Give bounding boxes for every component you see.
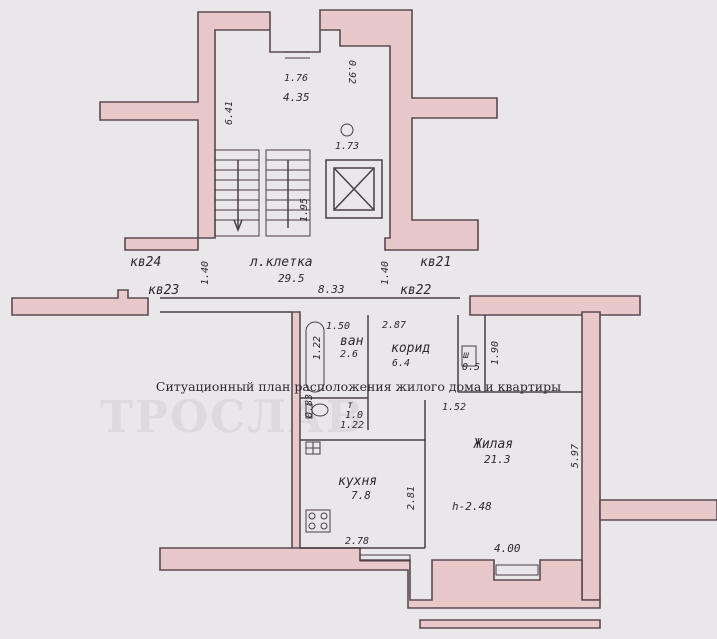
bath-depth-label: 1.22 (312, 336, 323, 360)
flight-label: 1.95 (299, 198, 310, 222)
apartment-23-label: кв23 (148, 283, 179, 298)
left-wall-label: 1.40 (200, 261, 211, 285)
apartment-walls (159, 311, 717, 629)
bath-name: ван (340, 334, 364, 349)
kitchen-area: 7.8 (351, 489, 371, 502)
corridor-name: корид (391, 341, 430, 356)
closet-depth-label: 1.90 (490, 341, 501, 365)
corridor-width-label: 2.87 (382, 320, 406, 331)
living-name: Жилая (473, 437, 513, 452)
closet-area: 0.5 (462, 362, 480, 373)
wc-depth-label: 0.83 (304, 394, 315, 418)
bath-area: 2.6 (340, 349, 358, 360)
living-width-label: 4.00 (494, 542, 521, 555)
landing-area-label: 4.35 (283, 91, 310, 104)
stair-length-label: 6.41 (224, 101, 235, 125)
stairwell-walls (99, 9, 498, 251)
wc-name: т (347, 400, 353, 411)
stairwell-name: л.клетка (249, 255, 313, 270)
windows (359, 554, 539, 576)
kitchen-depth-label: 2.81 (406, 486, 417, 510)
caption: Ситуационный план расположения жилого до… (155, 379, 562, 394)
closet-name: ш (463, 350, 469, 361)
apartment-22-label: кв22 (400, 283, 431, 298)
corridor-depth-label: 1.52 (442, 402, 466, 413)
kitchen-width-label: 2.78 (345, 536, 369, 547)
living-area: 21.3 (484, 453, 511, 466)
corridor-area: 6.4 (392, 358, 410, 369)
elevator-shaft (325, 123, 383, 219)
landing-side-label: 0.92 (346, 60, 357, 84)
stairwell-area: 29.5 (278, 272, 305, 285)
staircase (214, 149, 311, 237)
landing-width-label: 1.76 (284, 73, 308, 84)
bathtub (305, 321, 325, 393)
bath-width-label: 1.50 (326, 321, 350, 332)
wc-width-label: 1.22 (340, 420, 364, 431)
toilet (305, 403, 329, 419)
wc-area: 1.0 (345, 410, 363, 421)
apartment-21-label: кв21 (420, 255, 451, 270)
kitchen-name: кухня (338, 474, 377, 489)
watermark-text: ТРОСЛАВ (100, 392, 366, 443)
right-wall-label: 1.40 (380, 261, 391, 285)
apartment-24-label: кв24 (130, 255, 161, 270)
ceiling-height-label: h-2.48 (452, 500, 492, 513)
stove (305, 509, 331, 533)
interior-partitions (300, 315, 582, 549)
kitchen-sink (305, 441, 321, 455)
living-depth-label: 5.97 (570, 444, 581, 468)
shaft-label: 1.73 (335, 141, 359, 152)
hall-walls (11, 289, 641, 316)
closet-fixture (461, 345, 477, 367)
landing-window (285, 51, 310, 59)
hall-width-label: 8.33 (318, 283, 345, 296)
